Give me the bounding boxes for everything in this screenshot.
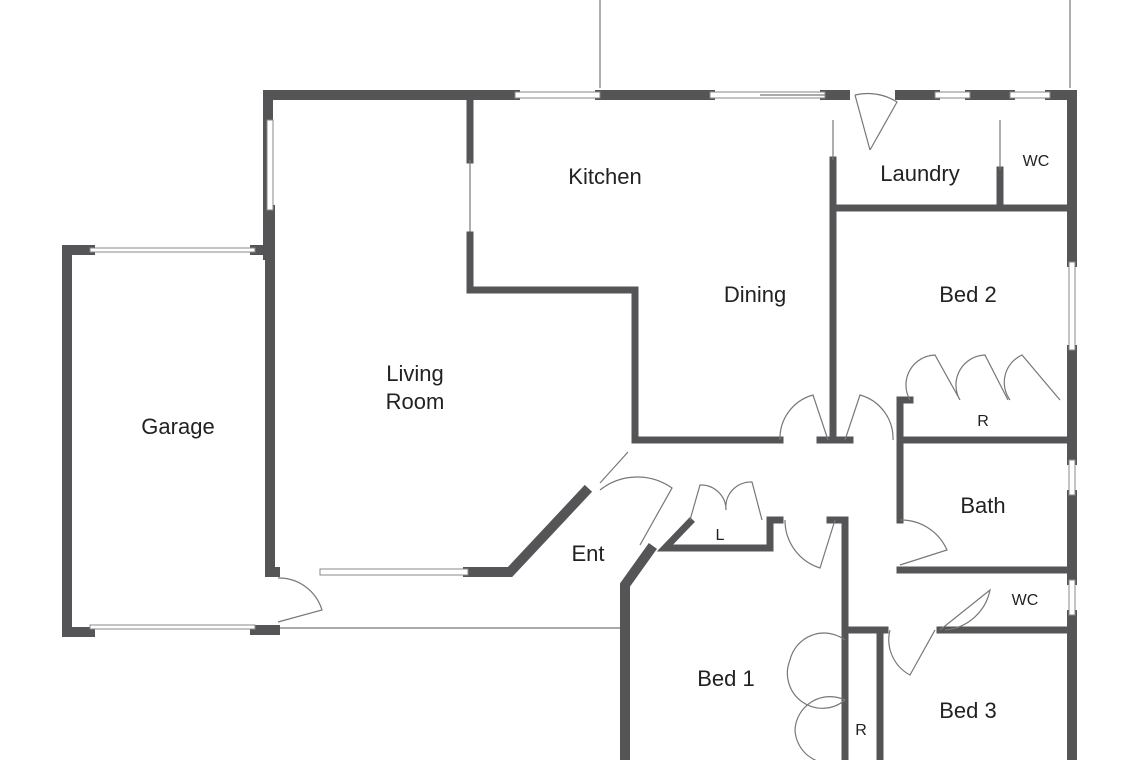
- room-label-bed1: Bed 1: [697, 666, 755, 691]
- room-label-bed3: Bed 3: [939, 698, 997, 723]
- room-label-bed2: Bed 2: [939, 282, 997, 307]
- exterior-walls: [62, 90, 1077, 760]
- room-label-linen: L: [716, 527, 725, 544]
- windows: [89, 91, 1076, 630]
- room-label-robe-bed2: R: [977, 413, 989, 430]
- room-label-bath: Bath: [960, 493, 1005, 518]
- room-label-living-line2: Room: [386, 389, 445, 414]
- room-label-laundry: Laundry: [880, 161, 960, 186]
- room-label-wc-bottom: WC: [1012, 592, 1039, 609]
- room-label-dining: Dining: [724, 282, 786, 307]
- room-label-kitchen: Kitchen: [568, 164, 641, 189]
- room-label-entry: Ent: [571, 541, 604, 566]
- room-label-garage: Garage: [141, 414, 214, 439]
- interior-walls: [466, 96, 1072, 760]
- room-label-living-line1: Living: [386, 361, 443, 386]
- room-label-wc-top: WC: [1023, 153, 1050, 170]
- room-label-robe-bed1: R: [855, 722, 867, 739]
- doors: [277, 92, 1061, 760]
- site-lines: [275, 0, 1071, 629]
